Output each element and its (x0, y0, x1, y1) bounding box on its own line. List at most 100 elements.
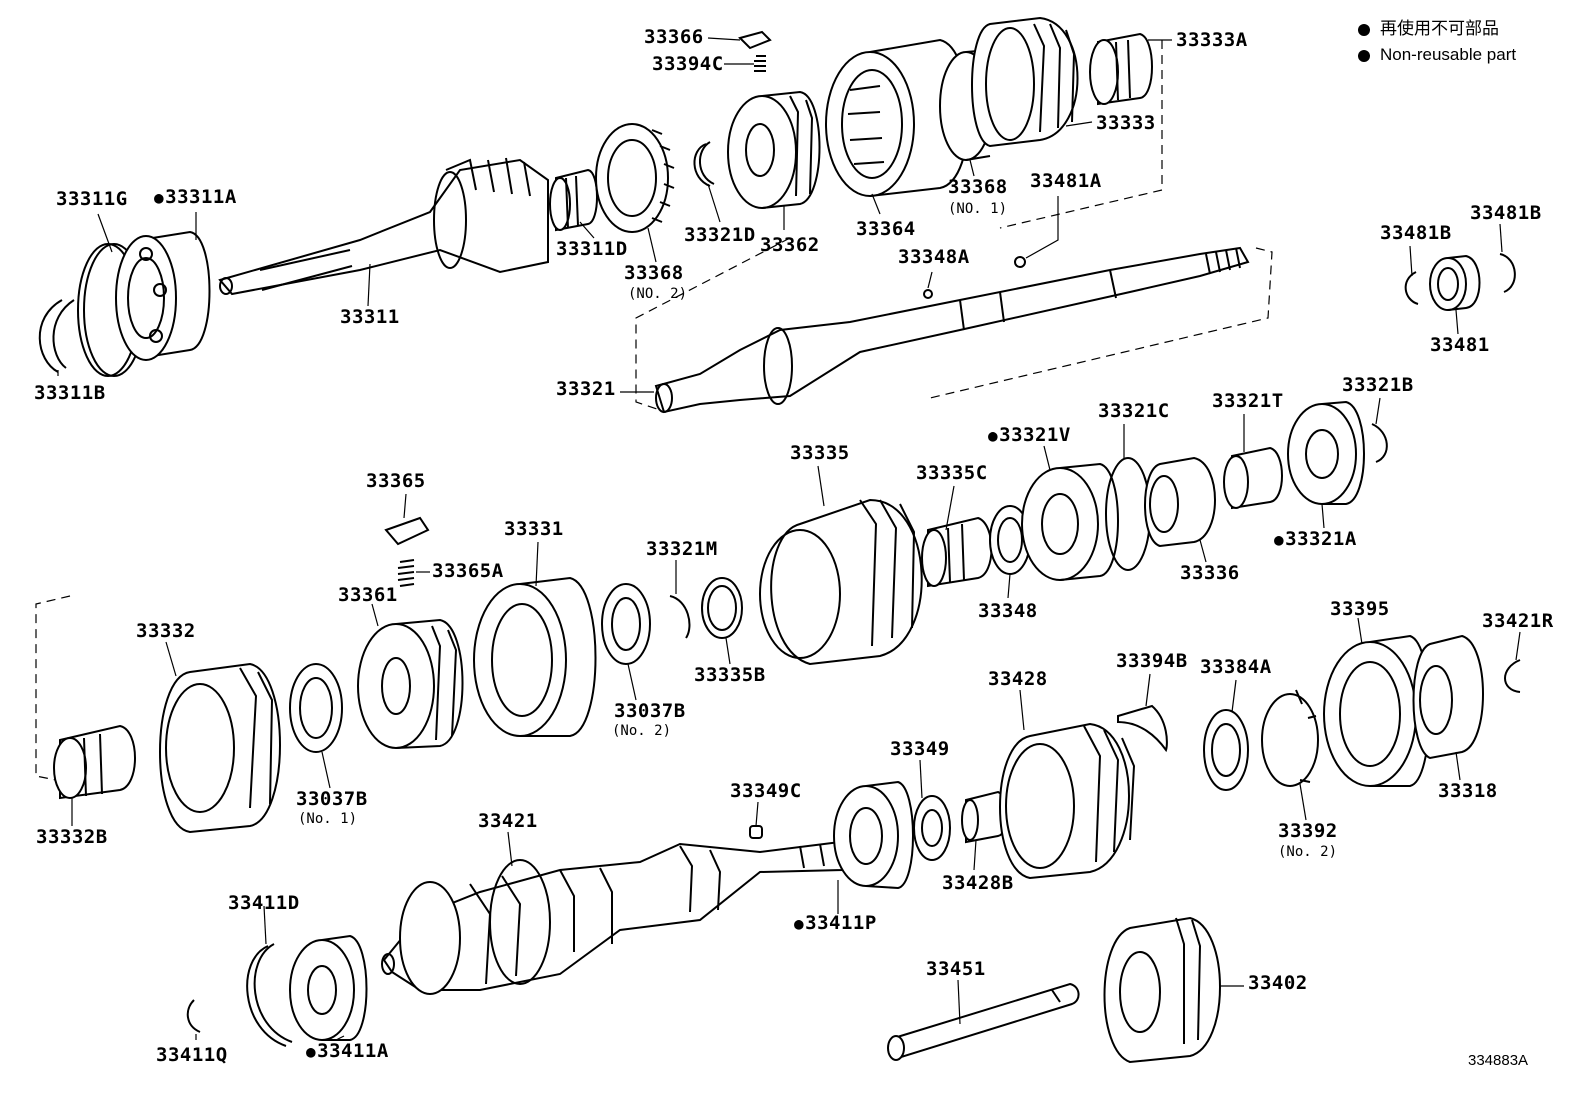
snap-ring-33321B (1371, 423, 1388, 463)
part-label-non-reusable: 33321V (988, 426, 1071, 445)
legend-jp: 再使用不可部品 (1358, 20, 1499, 37)
part-label: 33321B (1342, 374, 1414, 396)
part-label: 33394C (652, 53, 724, 75)
part-label: 33311B (34, 382, 106, 404)
part-label: 33037B (296, 788, 368, 810)
part-label: 33335B (694, 664, 766, 686)
gear-33335 (759, 498, 923, 666)
part-label: 33361 (338, 584, 398, 606)
part-label: 33321C (1098, 400, 1170, 422)
snap-ring-33321D (693, 141, 715, 187)
part-label: 33451 (926, 958, 986, 980)
gear-33333 (971, 16, 1079, 148)
part-label: 33311 (340, 306, 400, 328)
part-label: 33428 (988, 668, 1048, 690)
part-label: 33481B (1380, 222, 1452, 244)
spring-33365A (397, 559, 415, 587)
spring-33392-no2 (1261, 689, 1319, 787)
snap-ring-33311B (38, 299, 75, 373)
part-note: (No. 2) (612, 723, 672, 739)
part-note: (NO. 1) (948, 201, 1008, 217)
snap-ring-33411Q (186, 999, 201, 1033)
part-note: (No. 1) (298, 811, 358, 827)
part-label: 33321M (646, 538, 718, 560)
needle-bearing-33428B (961, 790, 1008, 844)
part-label: 33348 (978, 600, 1038, 622)
spacer-33349 (913, 795, 951, 861)
part-label: 33348A (898, 246, 970, 268)
figure-id: 334883A (1468, 1052, 1529, 1069)
shaft-33451 (887, 982, 1080, 1061)
part-label: 33421 (478, 810, 538, 832)
key-33366 (738, 30, 772, 50)
snap-ring-33481B-right (1499, 253, 1516, 293)
synchronizer-ring-33037B-no1 (289, 663, 343, 753)
part-label: 33311D (556, 238, 628, 260)
needle-bearing-33311D (549, 168, 598, 232)
counter-shaft-33421 (381, 840, 844, 995)
part-label: 33362 (760, 234, 820, 256)
bearing-33411P (833, 780, 914, 890)
part-label: 33481 (1430, 334, 1490, 356)
part-label: 33335C (916, 462, 988, 484)
part-label: 33336 (1180, 562, 1240, 584)
legend-en-text: Non-reusable part (1380, 45, 1517, 64)
part-label: 33365A (432, 560, 504, 582)
dashed-group-outlines (35, 40, 1273, 781)
key-33394B (1117, 704, 1168, 753)
part-label: 33349 (890, 738, 950, 760)
gear-33428 (999, 722, 1136, 880)
hub-33362 (727, 90, 821, 209)
part-label: 33394B (1116, 650, 1188, 672)
part-label-non-reusable: 33411P (794, 914, 877, 933)
ball-33349C (749, 825, 763, 839)
part-label: 33365 (366, 470, 426, 492)
gear-33332 (159, 662, 281, 834)
bearing-33321A (1287, 400, 1365, 505)
legend-en: Non-reusable part (1358, 46, 1516, 63)
part-label: 33481A (1030, 170, 1102, 192)
bearing-33481 (1429, 254, 1481, 311)
part-label: 33349C (730, 780, 802, 802)
non-reusable-dot-icon (1358, 49, 1370, 62)
part-label-non-reusable: 33411A (306, 1042, 389, 1061)
part-label: 33333 (1096, 112, 1156, 134)
synchronizer-ring-33384A (1203, 709, 1249, 791)
part-label-non-reusable: 33321A (1274, 530, 1357, 549)
part-label: 33335 (790, 442, 850, 464)
part-note: (No. 2) (1278, 844, 1338, 860)
needle-bearing-33332B (53, 724, 136, 800)
part-label-non-reusable: 33311A (154, 188, 237, 207)
snap-ring-33321M (669, 595, 691, 639)
snap-ring-33481B-left (1404, 271, 1419, 305)
part-label: 33311G (56, 188, 128, 210)
part-label: 33481B (1470, 202, 1542, 224)
part-label: 33321T (1212, 390, 1284, 412)
part-label: 33368 (624, 262, 684, 284)
part-label: 33331 (504, 518, 564, 540)
part-label: 33318 (1438, 780, 1498, 802)
snap-ring-33411D (246, 943, 293, 1047)
part-label: 33321 (556, 378, 616, 400)
legend-jp-text: 再使用不可部品 (1380, 19, 1499, 38)
bearing-33411A (289, 934, 368, 1041)
bearing-33321V (1021, 462, 1119, 581)
part-label: 33368 (948, 176, 1008, 198)
part-label: 33411Q (156, 1044, 228, 1066)
part-label: 33037B (614, 700, 686, 722)
spacer-33321T (1223, 446, 1283, 510)
part-label: 33384A (1200, 656, 1272, 678)
hub-33361 (357, 618, 464, 749)
sleeve-33331 (473, 576, 597, 737)
needle-bearing-33335C (921, 516, 993, 588)
part-label: 33364 (856, 218, 916, 240)
needle-bearing-33333A (1089, 32, 1153, 106)
part-label: 33333A (1176, 29, 1248, 51)
part-label: 33421R (1482, 610, 1554, 632)
part-label: 33332 (136, 620, 196, 642)
input-shaft-33311 (218, 157, 549, 296)
part-label: 33411D (228, 892, 300, 914)
part-label: 33392 (1278, 820, 1338, 842)
part-label: 33366 (644, 26, 704, 48)
